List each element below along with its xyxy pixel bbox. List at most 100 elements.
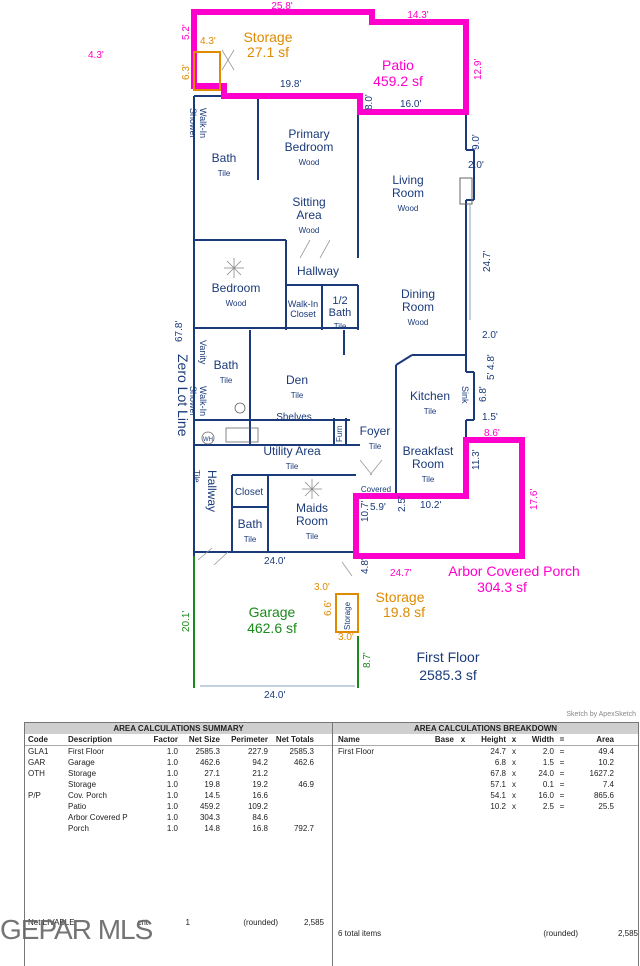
table-cell — [420, 779, 454, 790]
table-cell: 1.0 — [166, 802, 178, 811]
storage-top-area: 27.1 sf — [247, 44, 289, 60]
table-cell: 792.7 — [293, 824, 314, 833]
room-name: Bath — [212, 151, 237, 165]
table-cell — [25, 801, 68, 812]
table-cell: 227.9 — [247, 747, 268, 756]
breakdown-title: AREA CALCULATIONS BREAKDOWN — [333, 723, 638, 734]
table-cell: First Floor — [338, 747, 374, 756]
room-name: Bedroom — [212, 281, 261, 295]
table-cell: 1.0 — [166, 747, 178, 756]
table-cell — [333, 790, 420, 801]
table-cell: 1.0 — [166, 769, 178, 778]
room-name: Room — [402, 300, 434, 314]
room-floor: Tile — [220, 376, 233, 385]
storage-low-name: Storage — [375, 589, 424, 605]
table-cell: 2585.3 — [289, 747, 314, 756]
room-name: Kitchen — [410, 389, 450, 403]
table-cell — [268, 790, 314, 801]
table-cell: 6 total items — [338, 929, 382, 938]
dim-label: 67.8' — [174, 321, 185, 342]
dim-label: 2.0' — [482, 330, 498, 341]
storage-top-outline — [193, 51, 221, 91]
room-name: Walk-In — [198, 108, 208, 138]
dim-label: 5.2' — [181, 24, 192, 40]
table-cell: Garage — [68, 758, 95, 767]
table-cell: Porch — [68, 824, 89, 833]
room-floor: Tile — [306, 532, 319, 541]
room-name: Living — [392, 173, 423, 187]
table-cell — [268, 812, 314, 823]
table-cell: 57.1 — [490, 780, 506, 789]
table-cell: 1.0 — [166, 758, 178, 767]
table-cell — [454, 746, 472, 757]
table-cell — [420, 768, 454, 779]
room-name: WH — [203, 437, 213, 443]
room-name: Den — [286, 373, 308, 387]
room-label-closet: Closet — [235, 487, 264, 498]
room-floor: Tile — [192, 470, 201, 483]
table-cell: x — [512, 758, 516, 767]
mls-watermark: GEPAR MLS — [0, 914, 153, 945]
room-floor: Tile — [334, 322, 347, 331]
garage-name: Garage — [249, 604, 296, 620]
door-swings — [197, 49, 383, 577]
floor-area: 2585.3 sf — [419, 667, 477, 683]
arbor-porch-name: Arbor Covered Porch — [448, 563, 580, 579]
table-cell: 49.4 — [598, 747, 614, 756]
summary-title: AREA CALCULATIONS SUMMARY — [25, 723, 332, 734]
storage-low-area: 19.8 sf — [383, 604, 425, 620]
room-floor: Tile — [424, 407, 437, 416]
room-name: Maids — [296, 501, 328, 515]
column-header: Width — [531, 735, 554, 744]
floor-label: First Floor — [417, 649, 480, 665]
column-header: Name — [338, 735, 360, 744]
column-header: x — [460, 735, 466, 744]
ceiling-fan-icon — [302, 479, 322, 499]
water-heater-icon — [201, 431, 215, 445]
dim-label: 6.8' — [478, 386, 489, 402]
table-cell: 865.6 — [593, 791, 614, 800]
dim-label: 1.5' — [482, 412, 498, 423]
table-cell: 2585.3 — [195, 747, 220, 756]
table-cell: 304.3 — [199, 813, 220, 822]
table-cell — [268, 768, 314, 779]
table-cell: 2,585 — [303, 918, 324, 927]
dim-label: 3.0' — [314, 582, 330, 593]
room-labels: PrimaryBedroomWoodBathTileWalk-InShowerS… — [188, 108, 470, 544]
dim-label: 24.7' — [390, 568, 411, 579]
room-name: Breakfast — [403, 444, 454, 458]
room-name: Room — [392, 186, 424, 200]
table-cell — [25, 823, 68, 834]
table-cell: 2,585 — [617, 929, 638, 938]
room-name: Room — [296, 514, 328, 528]
table-cell: (rounded) — [243, 918, 278, 927]
table-cell: x — [512, 747, 516, 756]
room-name: Closet — [290, 309, 316, 319]
table-cell: 46.9 — [298, 780, 314, 789]
table-cell: = — [559, 747, 565, 756]
room-floor: Tile — [286, 462, 299, 471]
table-cell: 6.8 — [494, 758, 506, 767]
dim-label: 2.5' — [397, 496, 408, 512]
room-name: Shelves — [276, 412, 312, 423]
table-cell: 1.0 — [166, 780, 178, 789]
table-cell: 10.2 — [598, 758, 614, 767]
patio-area: 459.2 sf — [373, 73, 423, 89]
dim-label: 4.8' — [486, 354, 497, 370]
room-floor: Tile — [291, 391, 304, 400]
table-cell — [420, 746, 454, 757]
table-cell — [25, 779, 68, 790]
table-cell: 54.1 — [490, 791, 506, 800]
table-cell: cnt — [137, 918, 148, 927]
